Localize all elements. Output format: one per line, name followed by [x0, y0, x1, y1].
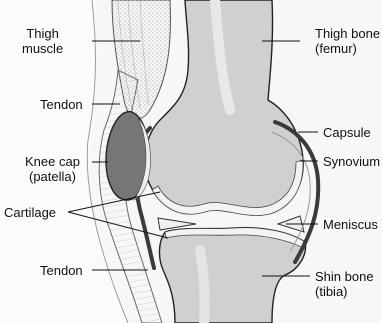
- label-shin-bone: Shin bone (tibia): [315, 269, 374, 299]
- label-capsule: Capsule: [323, 125, 371, 140]
- label-meniscus: Meniscus: [323, 217, 378, 232]
- label-thigh-muscle: Thigh muscle: [22, 26, 63, 56]
- label-knee-cap: Knee cap (patella): [25, 154, 80, 184]
- label-cartilage: Cartilage: [4, 205, 56, 220]
- label-thigh-muscle-line1: Thigh: [22, 26, 63, 41]
- tibia-highlight: [200, 250, 205, 323]
- label-shin-bone-line2: (tibia): [315, 284, 374, 299]
- label-knee-cap-line1: Knee cap: [25, 154, 80, 169]
- label-thigh-bone-line2: (femur): [315, 41, 380, 56]
- label-synovium: Synovium: [323, 154, 380, 169]
- label-thigh-muscle-line2: muscle: [22, 41, 63, 56]
- label-tendon-upper: Tendon: [40, 97, 83, 112]
- label-thigh-bone: Thigh bone (femur): [315, 26, 380, 56]
- label-tendon-lower: Tendon: [40, 263, 83, 278]
- label-knee-cap-line2: (patella): [25, 169, 80, 184]
- label-thigh-bone-line1: Thigh bone: [315, 26, 380, 41]
- label-shin-bone-line1: Shin bone: [315, 269, 374, 284]
